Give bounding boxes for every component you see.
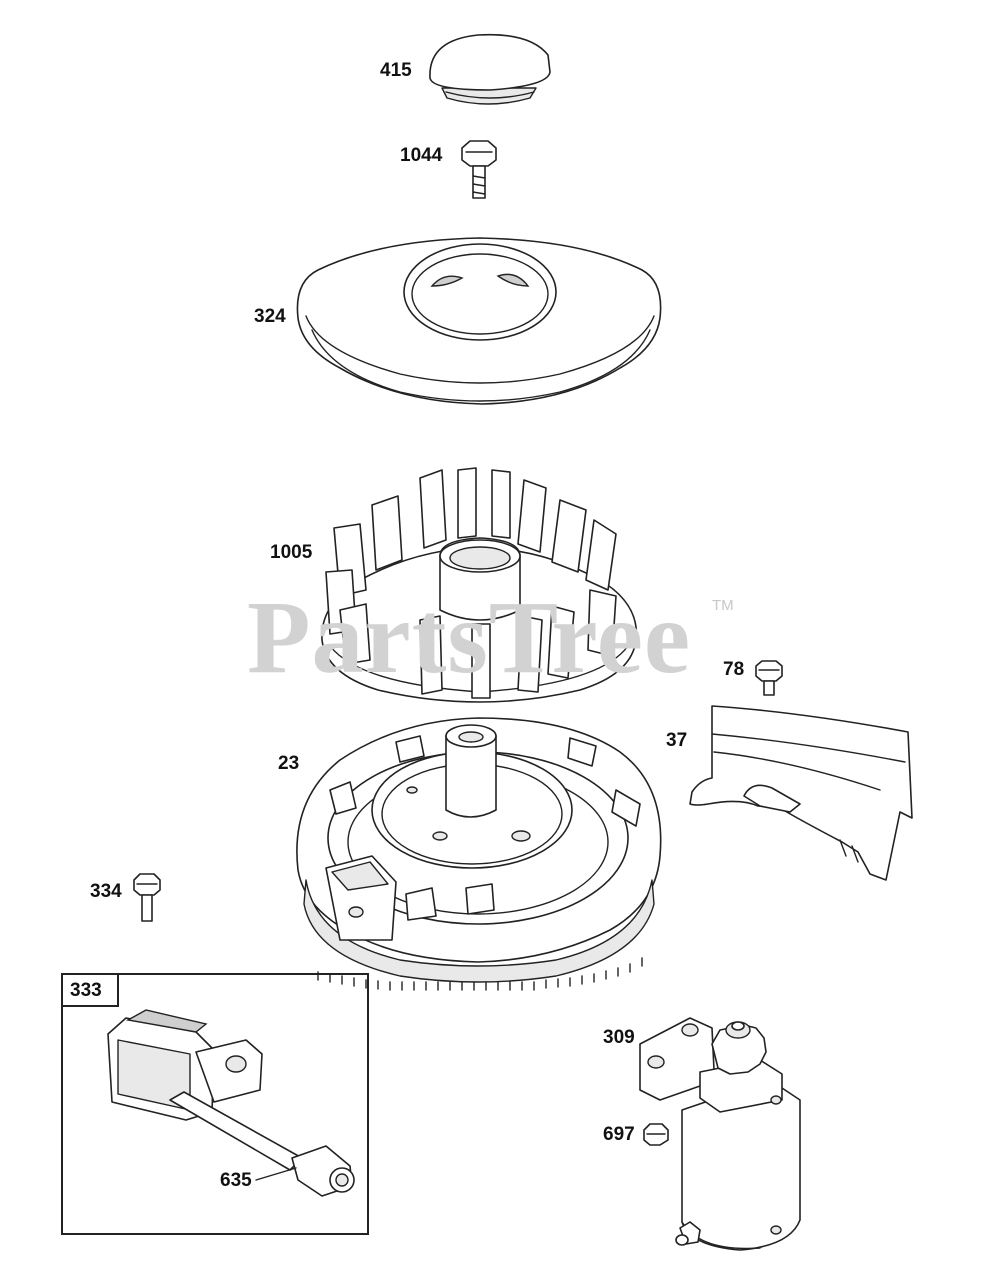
part-635-module-drawing [107,1009,355,1197]
inset-label-333: 333 [70,980,102,1001]
part-415-cap-drawing [429,33,551,105]
callout-23[interactable]: 23 [278,753,300,774]
callout-415[interactable]: 415 [380,60,412,81]
part-334-bolt-drawing [133,873,161,922]
callout-697[interactable]: 697 [603,1124,635,1145]
part-309-starter-drawing [639,1017,801,1251]
callout-1005[interactable]: 1005 [270,542,313,563]
callout-334[interactable]: 334 [90,881,122,902]
inset-box-333 [61,973,369,1235]
part-78-bolt-drawing [755,660,783,696]
watermark: PartsTree [247,580,692,695]
watermark-trademark: TM [712,597,734,614]
callout-37[interactable]: 37 [666,730,688,751]
part-37-shield-drawing [689,705,913,881]
callout-78[interactable]: 78 [723,659,745,680]
leader-line-635 [255,1167,297,1181]
callout-1044[interactable]: 1044 [400,145,443,166]
callout-324[interactable]: 324 [254,306,286,327]
part-1005-fan-drawing [321,467,638,703]
callout-309[interactable]: 309 [603,1027,635,1048]
part-1044-bolt-drawing [461,140,497,199]
inset-tab-333 [61,973,119,1007]
part-697-screw-drawing [643,1123,669,1146]
part-23-flywheel-drawing [296,717,662,991]
callout-635[interactable]: 635 [220,1170,252,1191]
part-324-screen-drawing [296,237,662,405]
